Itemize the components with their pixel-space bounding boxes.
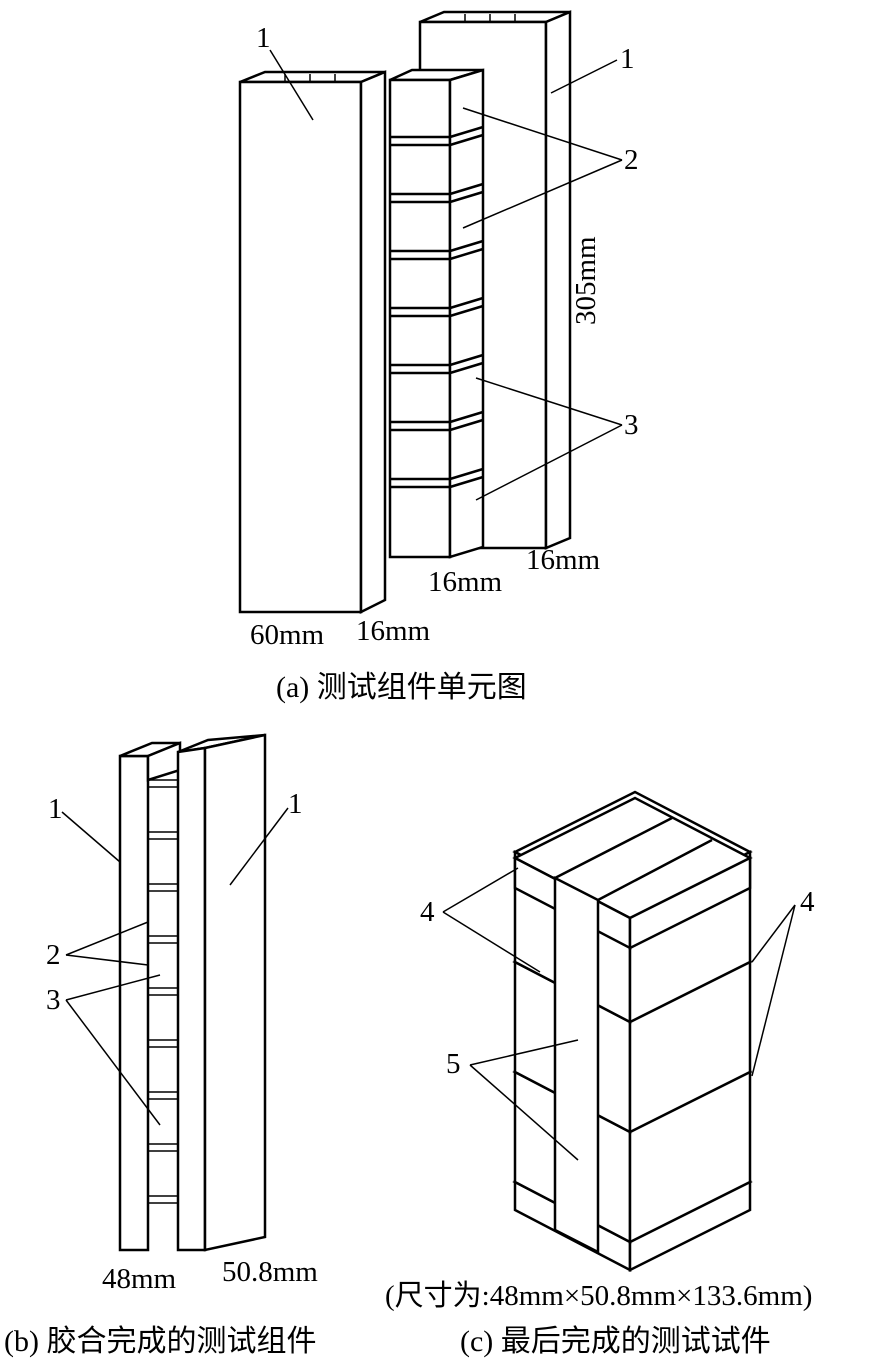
fig-a-caption: (a) 测试组件单元图 xyxy=(276,671,527,704)
fig-a-left-board xyxy=(238,70,387,615)
fig-a-dim-height: 305mm xyxy=(570,236,602,325)
fig-a-label-2: 2 xyxy=(624,144,639,176)
fig-b-caption: (b) 胶合完成的测试组件 xyxy=(4,1325,317,1358)
fig-b-dim-width: 48mm xyxy=(102,1263,177,1295)
fig-b-assembly xyxy=(118,733,267,1252)
fig-a-dim-right-depth: 16mm xyxy=(526,544,601,576)
fig-a-label-1-left: 1 xyxy=(256,22,271,54)
fig-c-label-4-right: 4 xyxy=(800,886,815,918)
fig-a-label-3: 3 xyxy=(624,409,639,441)
fig-b-label-2: 2 xyxy=(46,939,61,971)
fig-c-label-5: 5 xyxy=(446,1048,461,1080)
fig-c-label-4-left: 4 xyxy=(420,896,435,928)
fig-a-leaders xyxy=(269,49,623,501)
fig-a-label-1-right: 1 xyxy=(620,43,635,75)
fig-b-label-1-right: 1 xyxy=(288,788,303,820)
fig-c-leaders xyxy=(442,867,796,1161)
fig-a-dim-strip-depth: 16mm xyxy=(428,566,503,598)
fig-c-specimen xyxy=(512,790,753,1273)
fig-c-size-note: (尺寸为:48mm×50.8mm×133.6mm) xyxy=(385,1280,813,1312)
fig-b-dim-depth: 50.8mm xyxy=(222,1256,318,1288)
fig-c-caption: (c) 最后完成的测试试件 xyxy=(460,1325,771,1358)
fig-a-spacer-strip xyxy=(388,68,485,559)
fig-a-dim-depth: 16mm xyxy=(356,615,431,647)
fig-b-label-1-left: 1 xyxy=(48,793,63,825)
fig-b-leaders xyxy=(61,807,289,1126)
fig-a-dim-width: 60mm xyxy=(250,619,325,651)
fig-b-label-3: 3 xyxy=(46,984,61,1016)
